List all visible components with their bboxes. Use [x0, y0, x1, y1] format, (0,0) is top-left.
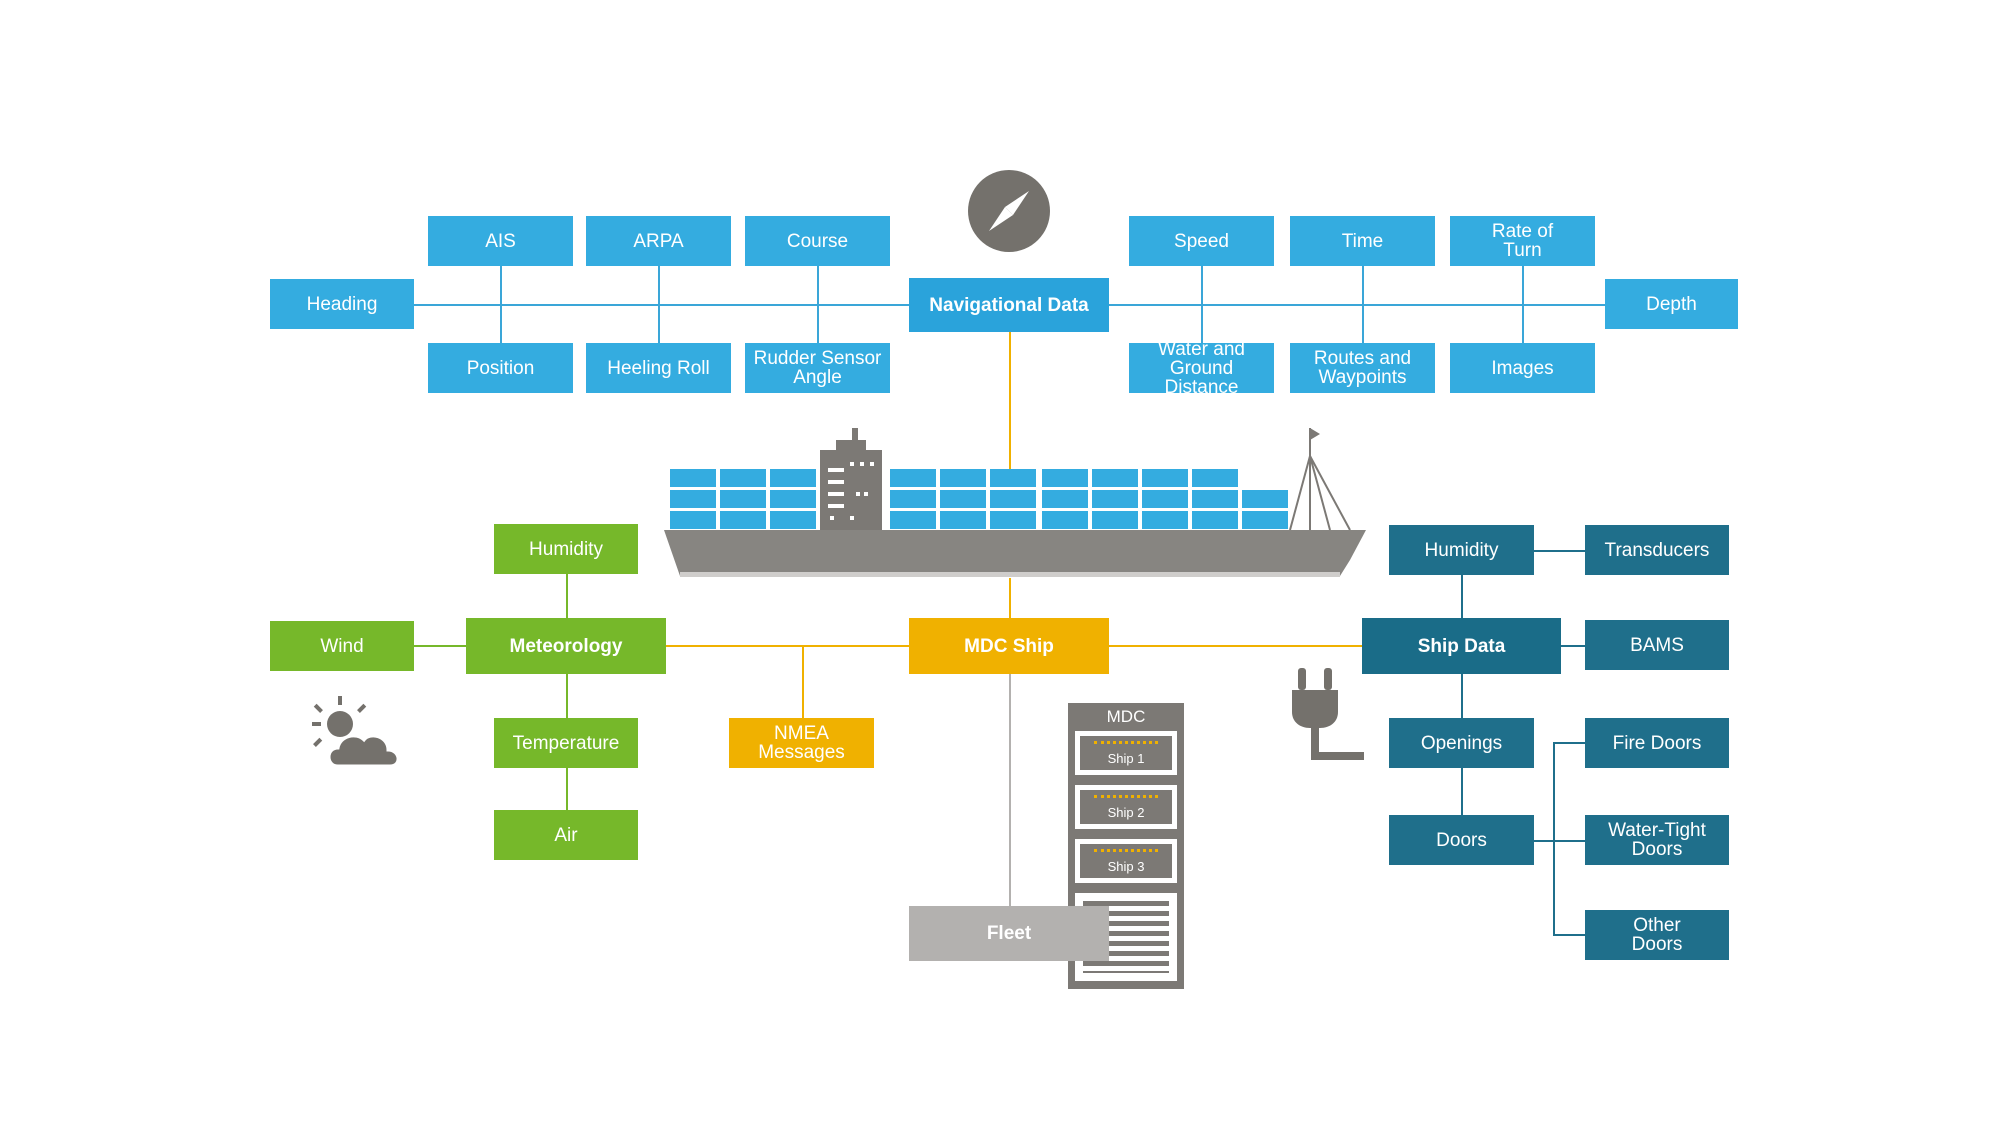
nav-item-ais: AIS — [428, 216, 573, 266]
met-air-node: Air — [494, 810, 638, 860]
nav-connector-arpa-heeling — [658, 265, 660, 345]
nav-item-rate-of-turn: Rate of Turn — [1450, 216, 1595, 266]
met-wind-line — [414, 645, 468, 647]
transducers-node: Transducers — [1585, 525, 1729, 575]
nav-item-water-ground-distance: Water and Ground Distance — [1129, 340, 1274, 397]
rack-slot-3-label: Ship 3 — [1107, 859, 1145, 874]
nav-item-course: Course — [745, 216, 890, 266]
nav-item-routes-waypoints: Routes and Waypoints — [1290, 343, 1435, 393]
rack-slot-3-inner: Ship 3 — [1080, 844, 1172, 878]
rack-slot-3-lights — [1094, 849, 1158, 852]
nav-item-depth: Depth — [1605, 279, 1738, 329]
nav-item-heeling-roll: Heeling Roll — [586, 343, 731, 393]
met-wind-node: Wind — [270, 621, 414, 671]
mdc-ship-node: MDC Ship — [909, 618, 1109, 674]
water-tight-doors-node: Water-Tight Doors — [1585, 815, 1729, 865]
fire-doors-line — [1553, 742, 1586, 744]
shipdata-bams-line — [1560, 645, 1586, 647]
rack-slot-2-inner: Ship 2 — [1080, 790, 1172, 824]
nmea-connector — [802, 646, 804, 720]
nav-item-images: Images — [1450, 343, 1595, 393]
meteorology-node: Meteorology — [466, 618, 666, 674]
nav-connector-rot-images — [1522, 265, 1524, 345]
nav-item-position: Position — [428, 343, 573, 393]
fleet-node: Fleet — [909, 906, 1109, 961]
nav-connector-time-routes — [1362, 265, 1364, 345]
nav-to-ship-line — [1009, 331, 1011, 471]
nav-item-arpa: ARPA — [586, 216, 731, 266]
nav-connector-speed-water — [1201, 265, 1203, 345]
ship-to-mdc-line — [1009, 578, 1011, 620]
met-vertical-line — [566, 573, 568, 811]
rack-slot-1-label: Ship 1 — [1107, 751, 1145, 766]
doors-branch-line — [1534, 840, 1554, 842]
nav-connector-course-rudder — [817, 265, 819, 345]
rack-slot-3: Ship 3 — [1075, 839, 1177, 883]
rack-title: MDC — [1106, 707, 1146, 726]
other-doors-line — [1553, 934, 1586, 936]
nav-connector-ais-position — [500, 265, 502, 345]
other-doors-node: Other Doors — [1585, 910, 1729, 960]
power-plug-icon — [1292, 668, 1364, 760]
nav-item-heading: Heading — [270, 279, 414, 329]
compass-icon — [968, 170, 1050, 252]
fire-doors-node: Fire Doors — [1585, 718, 1729, 768]
nav-item-rudder-sensor: Rudder Sensor Angle — [745, 343, 890, 393]
rack-slot-2-label: Ship 2 — [1107, 805, 1145, 820]
mdc-to-fleet-line — [1009, 673, 1011, 908]
nmea-messages-node: NMEA Messages — [729, 718, 874, 768]
rack-slot-1-lights — [1094, 741, 1158, 744]
bams-node: BAMS — [1585, 620, 1729, 670]
shipdata-vertical-line — [1461, 573, 1463, 819]
ship-data-node: Ship Data — [1362, 618, 1561, 674]
water-tight-line — [1553, 840, 1586, 842]
rack-slot-2-lights — [1094, 795, 1158, 798]
doors-node: Doors — [1389, 815, 1534, 865]
humidity-transducers-line — [1534, 550, 1586, 552]
ship-humidity-node: Humidity — [1389, 525, 1534, 575]
nav-item-time: Time — [1290, 216, 1435, 266]
navigational-data-node: Navigational Data — [909, 278, 1109, 332]
met-humidity-node: Humidity — [494, 524, 638, 574]
rack-slot-1: Ship 1 — [1075, 731, 1177, 775]
container-ship-icon — [664, 428, 1366, 577]
doors-vertical-branch — [1553, 742, 1555, 936]
nav-item-speed: Speed — [1129, 216, 1274, 266]
sun-cloud-icon — [312, 696, 400, 768]
openings-node: Openings — [1389, 718, 1534, 768]
met-temperature-node: Temperature — [494, 718, 638, 768]
rack-slot-1-inner: Ship 1 — [1080, 736, 1172, 770]
rack-slot-2: Ship 2 — [1075, 785, 1177, 829]
